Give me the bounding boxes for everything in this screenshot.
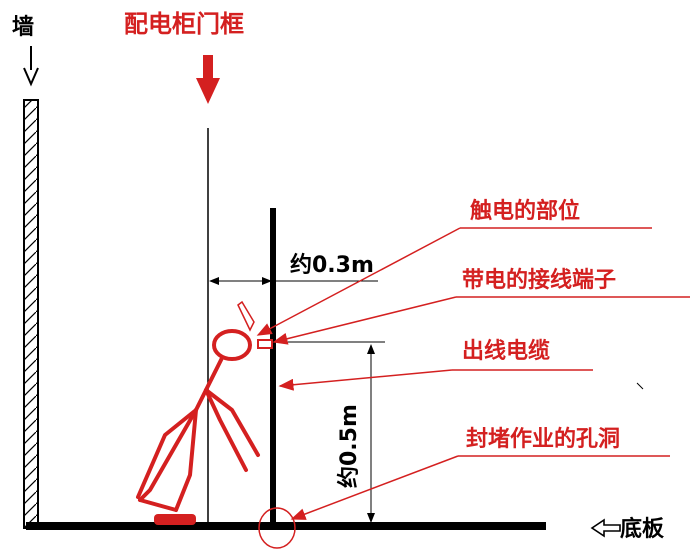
callout-shock-point: 触电的部位 [470, 198, 580, 224]
wall [23, 99, 39, 529]
wall-label: 墙 [12, 15, 34, 40]
live-terminal [257, 339, 273, 349]
callout-outgoing-cable: 出线电缆 [462, 338, 550, 364]
door-frame-label: 配电柜门框 [124, 10, 244, 38]
callout-sealing-hole-leader [290, 455, 459, 520]
callout-shock-point-leader [256, 227, 461, 336]
callout-live-terminal: 带电的接线端子 [462, 267, 616, 293]
sealing-hole-marker [258, 507, 296, 549]
wall-arrow-icon [23, 46, 39, 87]
worker-foot [154, 514, 196, 525]
dimension-vertical-label: 约0.5m [336, 404, 362, 488]
callout-live-terminal-leader [272, 296, 457, 345]
callout-sealing-hole: 封堵作业的孔洞 [466, 426, 620, 452]
door-frame-arrow-icon [196, 55, 220, 104]
callout-outgoing-cable-leader [278, 369, 453, 391]
worker-figure [136, 329, 260, 512]
dimension-horizontal-label: 约0.3m [290, 252, 374, 278]
stray-mark [636, 382, 644, 390]
hand-tool-icon [237, 300, 255, 332]
dimension-vertical [278, 341, 385, 527]
floor-arrow-icon [590, 518, 621, 538]
floor-label: 底板 [620, 516, 665, 542]
